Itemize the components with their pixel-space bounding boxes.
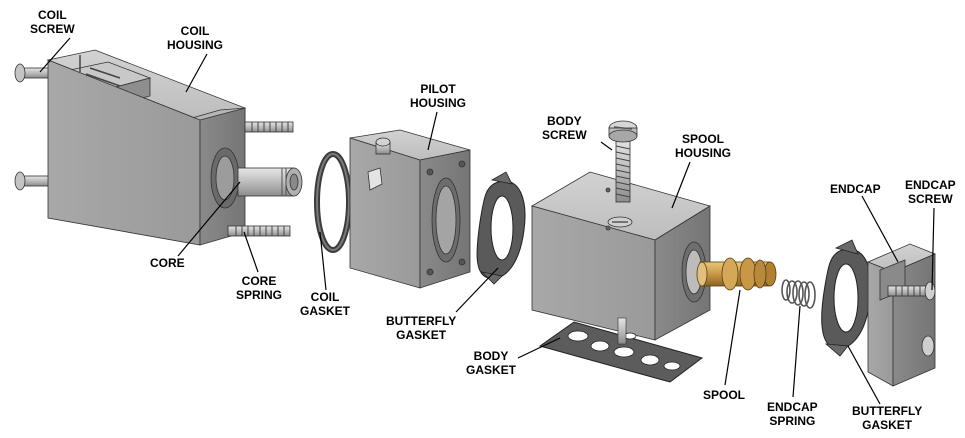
label-core: CORE — [150, 256, 185, 270]
label-spool: SPOOL — [703, 388, 746, 402]
butterfly-gasket-left — [476, 171, 526, 285]
endcap — [866, 243, 937, 387]
butterfly-gasket-right — [821, 239, 872, 357]
label-endcap: ENDCAP — [830, 182, 881, 196]
body-screw — [608, 120, 638, 203]
leader-lines — [39, 37, 935, 405]
coil-housing — [14, 49, 303, 246]
endcap-spring — [781, 279, 816, 309]
core — [237, 167, 295, 197]
spool-housing — [530, 171, 711, 341]
spool — [696, 257, 777, 291]
body-gasket — [538, 317, 704, 383]
pilot-housing — [349, 129, 471, 289]
coil-gasket — [314, 151, 352, 253]
